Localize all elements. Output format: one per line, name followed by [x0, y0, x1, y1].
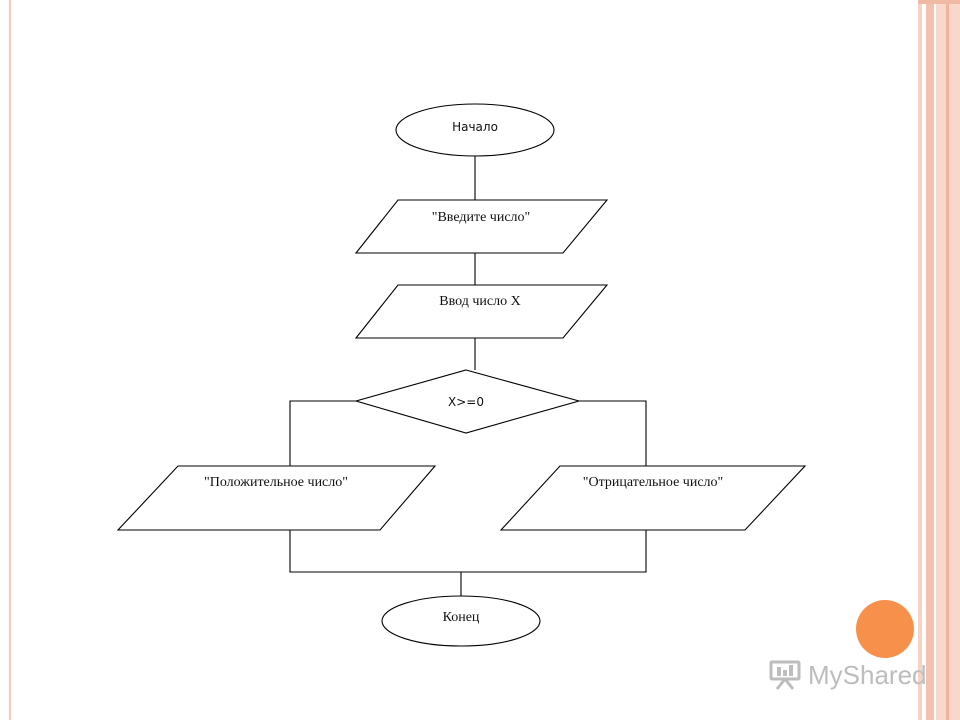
input-label: Ввод число X: [439, 294, 520, 309]
start-label: Начало: [452, 120, 498, 134]
watermark: MyShared: [768, 658, 927, 692]
condition-diamond: [354, 369, 582, 434]
prompt-output-label: "Введите число": [432, 210, 531, 225]
negative-output-label: "Отрицательное число": [583, 475, 723, 490]
slide-frame-left: [9, 0, 11, 720]
positive-output-label: "Положительное число": [204, 475, 348, 490]
connector-condition-to-positive: [289, 400, 356, 466]
end-terminal: [381, 595, 541, 647]
watermark-text: MyShared: [808, 659, 927, 690]
prompt-output-parallelogram: [354, 199, 609, 254]
end-label: Конец: [443, 610, 480, 625]
negative-output-parallelogram: [499, 465, 807, 531]
positive-output-parallelogram: [116, 465, 437, 531]
slide-frame-top: [918, 0, 960, 4]
slide-frame-right-stripe: [946, 0, 949, 720]
condition-label: X>=0: [448, 395, 484, 409]
start-terminal: [395, 103, 555, 157]
connector-merge: [289, 530, 647, 573]
presentation-board-icon: [769, 660, 801, 690]
connector-condition-to-negative: [579, 400, 647, 466]
input-parallelogram: [354, 284, 609, 339]
slide-frame-right-stripe: [918, 0, 922, 720]
slide-frame-right-stripe: [926, 0, 934, 720]
accent-dot: [856, 600, 914, 658]
